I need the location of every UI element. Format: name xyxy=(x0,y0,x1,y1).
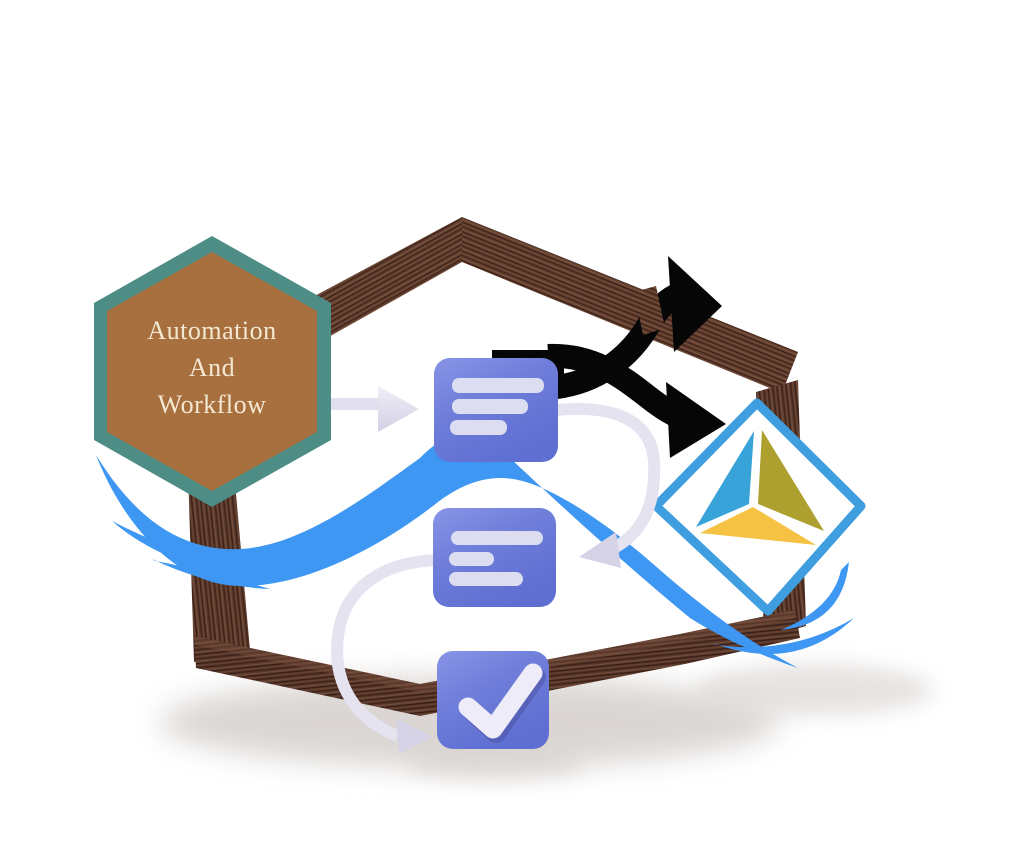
hexagon-title-line-3: Workflow xyxy=(157,390,267,419)
check-card-icon xyxy=(437,651,549,749)
check-icon xyxy=(458,663,543,739)
pyramid-diamond-logo xyxy=(651,398,866,616)
task-card-icon xyxy=(434,358,558,462)
swoosh-crescent xyxy=(152,559,270,589)
hexagon-title-line-1: Automation xyxy=(147,316,277,345)
swoosh-crescent xyxy=(781,562,849,630)
connector-arrow-curve-1 xyxy=(555,403,661,568)
connector-arrow-straight xyxy=(316,386,419,432)
swoosh-ribbon-main xyxy=(96,434,798,668)
pyramid-left-face xyxy=(696,431,754,527)
swoosh-crescent xyxy=(713,618,854,655)
hexagon-title-line-2: And xyxy=(188,353,236,382)
pyramid-right-face xyxy=(758,430,824,531)
pyramid-bottom-face xyxy=(700,507,816,545)
swoosh-ribbons xyxy=(96,434,854,668)
beam-overlap-patch xyxy=(634,286,665,335)
task-card-2-icon xyxy=(433,508,556,607)
hexagon-title: Automation And Workflow xyxy=(95,312,329,423)
connector-arrows xyxy=(316,386,661,754)
hexagon-badge xyxy=(94,236,331,507)
connector-arrow-curve-2 xyxy=(331,554,438,754)
